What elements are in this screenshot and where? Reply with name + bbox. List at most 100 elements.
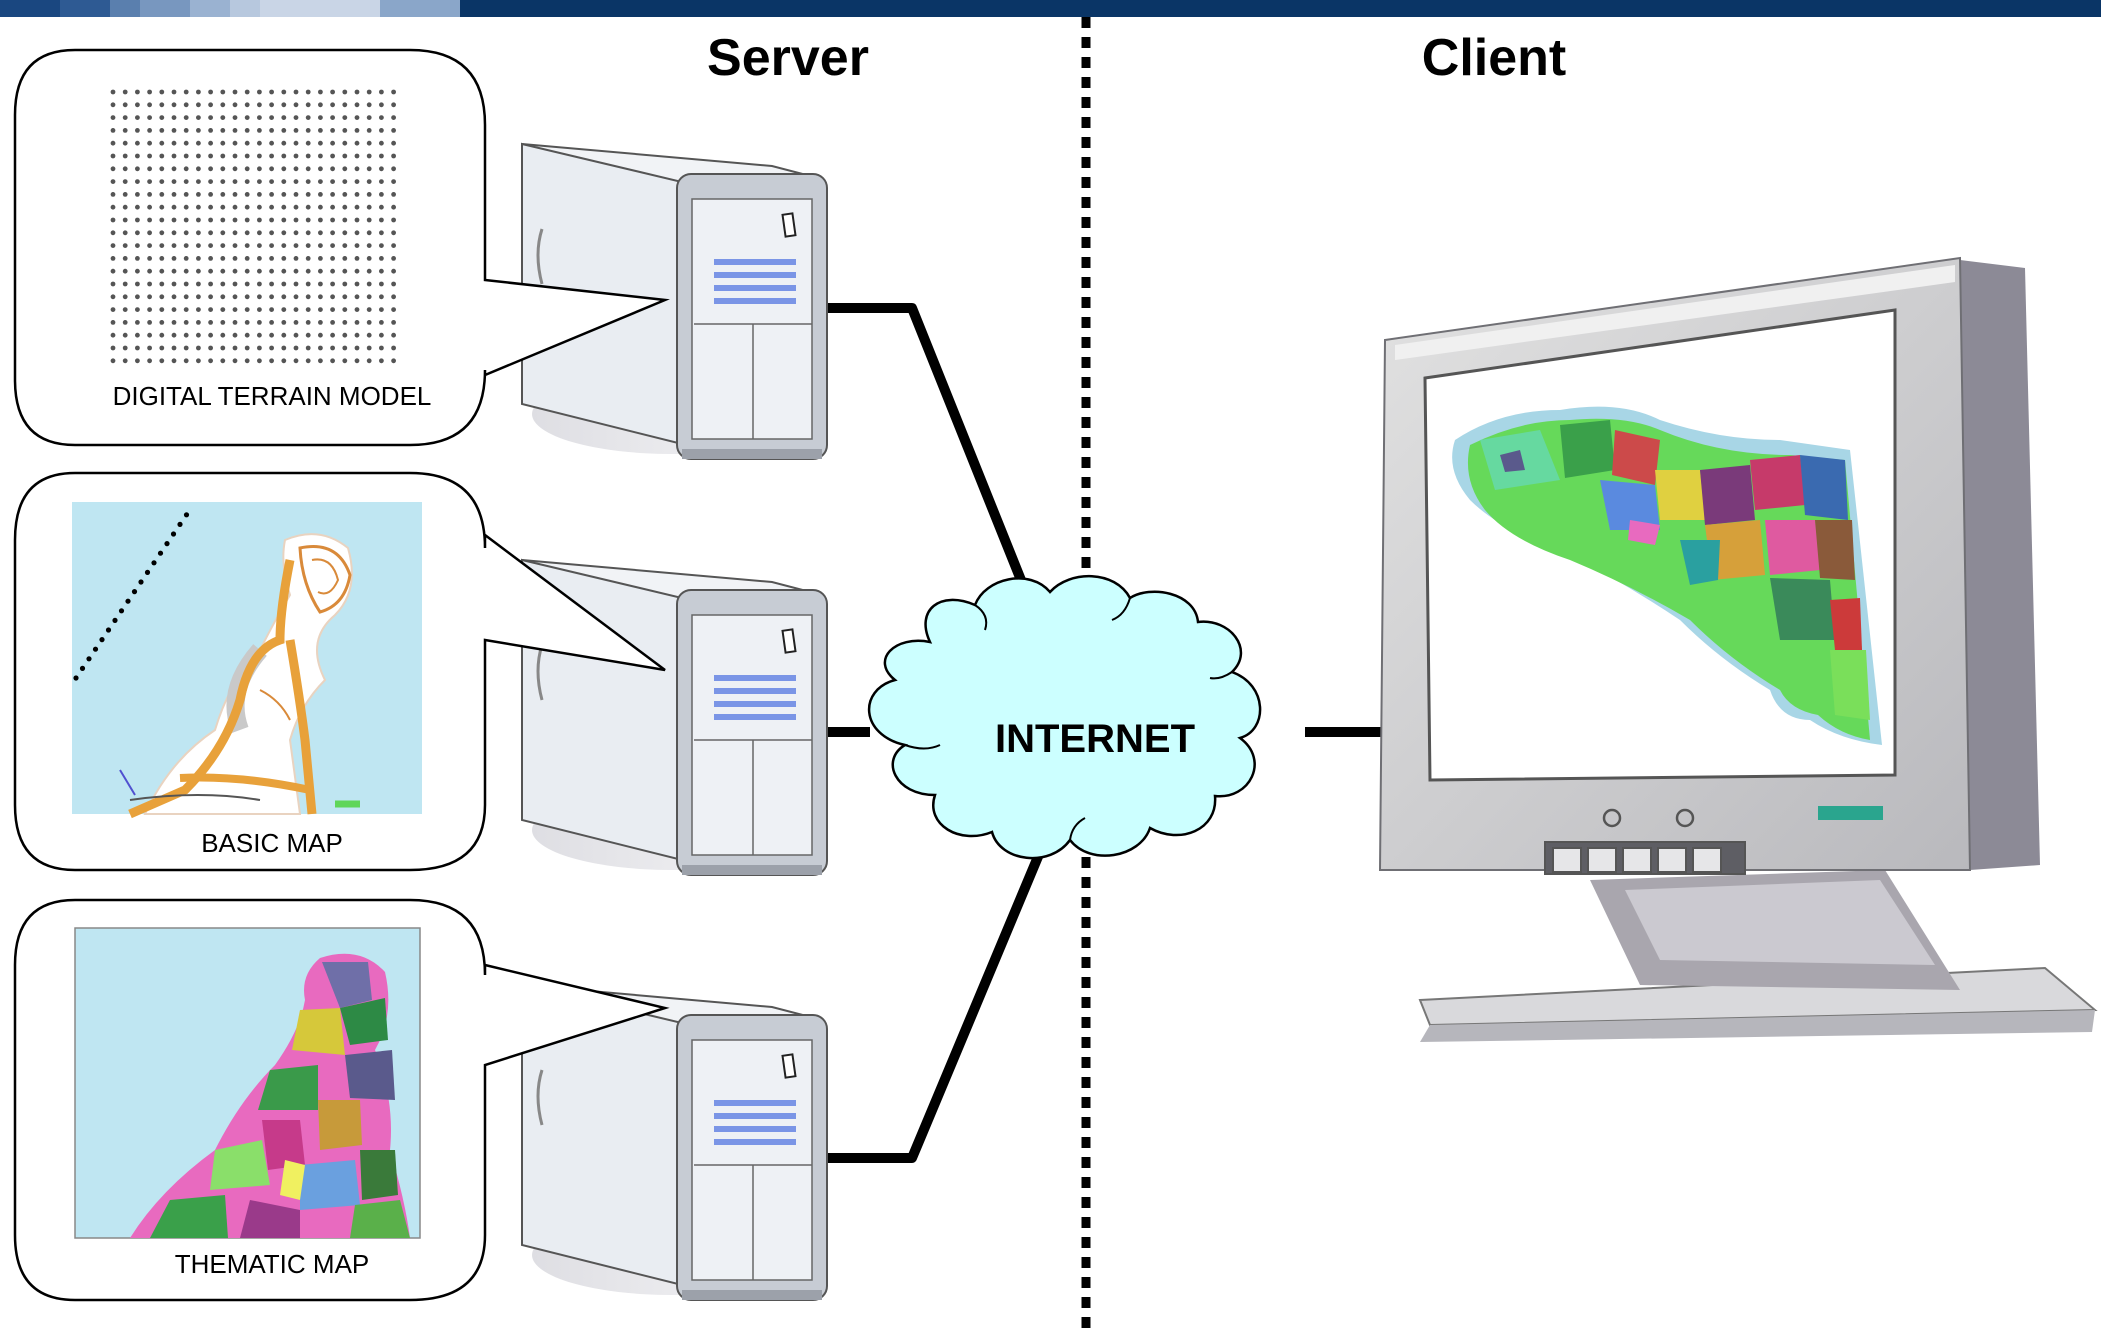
terrain-point [305,256,311,261]
terrain-point [244,230,250,236]
terrain-point [110,102,116,108]
terrain-point [305,230,311,236]
coastline-dot [177,521,183,528]
terrain-point [159,345,165,351]
terrain-point [122,127,128,133]
terrain-point [281,268,287,274]
basic-map-image [72,502,422,819]
terrain-point [110,358,116,364]
terrain-point [135,243,140,249]
terrain-point [391,268,396,274]
terrain-point [281,179,287,185]
terrain-point [232,89,238,95]
terrain-point [379,307,384,312]
terrain-point [220,89,226,95]
terrain-point [293,320,299,325]
coastline-dot [73,675,79,681]
terrain-point [183,268,189,274]
terrain-point [330,256,335,261]
terrain-point [110,166,116,172]
terrain-point [293,256,299,261]
coastline-dot [99,637,105,643]
terrain-point [135,192,140,197]
terrain-point [379,230,384,236]
terrain-point [196,320,201,325]
coastline-dot [131,589,138,595]
terrain-point [159,243,165,249]
terrain-point [244,294,250,300]
terrain-point [196,217,201,223]
terrain-point [220,332,226,338]
terrain-point [342,217,348,223]
terrain-point [366,140,372,146]
terrain-point [354,256,360,261]
terrain-point [147,358,153,364]
terrain-point [110,115,116,120]
terrain-point [391,243,396,249]
coastline-dot [164,541,170,547]
terrain-point [330,115,335,120]
terrain-point [379,166,384,172]
terrain-point [305,179,311,185]
terrain-point [244,192,250,197]
link-server-3 [822,838,1050,1163]
terrain-point [159,332,165,338]
terrain-point [354,89,360,95]
terrain-point [171,153,177,159]
terrain-point [135,204,140,210]
terrain-point [269,179,274,185]
terrain-point [354,102,360,108]
terrain-point [122,192,128,197]
terrain-point [110,243,116,249]
terrain-point [122,179,128,185]
terrain-point [232,320,238,325]
terrain-point [183,345,189,351]
terrain-point [281,115,287,120]
terrain-point [330,153,335,159]
terrain-point [147,307,153,312]
terrain-point [183,89,189,95]
terrain-point [257,243,262,249]
terrain-point [366,256,372,261]
terrain-point [208,230,214,236]
terrain-point [391,294,396,300]
terrain-point [159,102,165,108]
terrain-point [135,115,140,120]
terrain-point [171,89,177,95]
terrain-point [135,320,140,325]
terrain-point [391,332,396,338]
terrain-point [269,307,274,312]
terrain-point [318,256,323,261]
terrain-point [122,358,128,364]
terrain-point [269,140,274,146]
terrain-point [122,140,128,146]
terrain-point [220,358,226,364]
terrain-point [391,256,396,261]
client-heading: Client [1422,29,1566,87]
terrain-point [269,192,274,197]
terrain-point [281,230,287,236]
terrain-point [232,243,238,249]
terrain-point [122,256,128,261]
terrain-point [293,153,299,159]
terrain-point [366,89,372,95]
terrain-point [269,268,274,274]
terrain-point [293,166,299,172]
terrain-point [281,256,287,261]
terrain-point [305,192,311,197]
terrain-point [305,345,311,351]
monitor-icon [1378,256,2098,1042]
terrain-point [110,320,116,325]
terrain-point [159,358,165,364]
terrain-point [379,204,384,210]
terrain-point [171,192,177,197]
terrain-point [110,179,116,185]
terrain-point [159,294,165,300]
terrain-point [110,217,116,223]
terrain-point [391,217,396,223]
terrain-point [159,281,165,287]
terrain-point [122,307,128,312]
terrain-point [171,140,177,146]
terrain-point [354,294,360,300]
terrain-point [318,192,323,197]
